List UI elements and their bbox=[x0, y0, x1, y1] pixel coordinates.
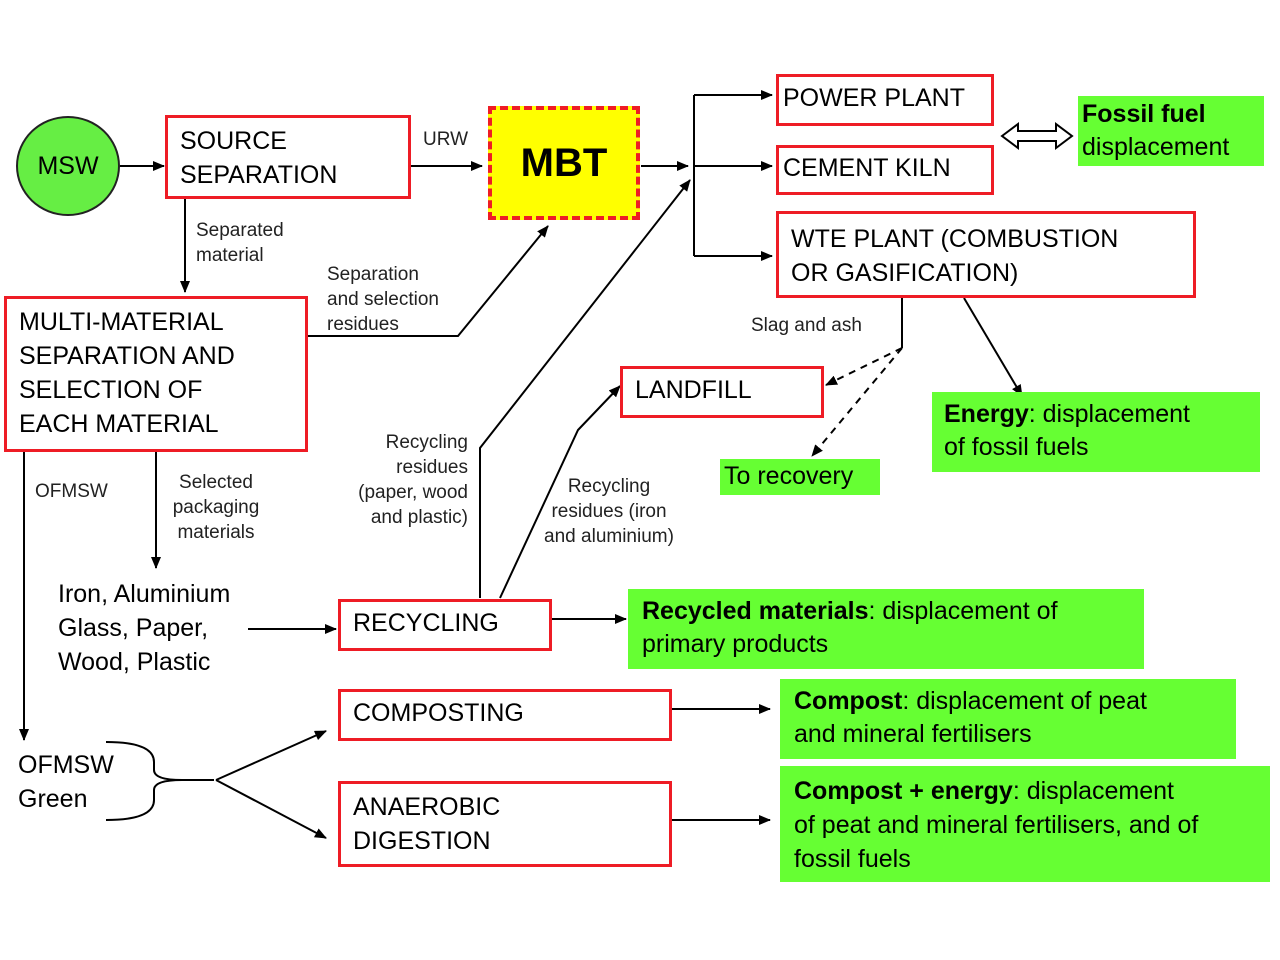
compost-energy-rest: : displacement bbox=[1012, 777, 1175, 805]
landfill-label: LANDFILL bbox=[635, 376, 752, 404]
recycling-label: RECYCLING bbox=[353, 609, 499, 637]
power-plant-label: POWER PLANT bbox=[783, 84, 965, 112]
to-recovery-label: To recovery bbox=[724, 462, 854, 490]
compost-energy-line-2: of peat and mineral fertilisers, and of bbox=[794, 811, 1199, 839]
separated-material-label: Separated material bbox=[196, 220, 284, 266]
slag-ash-label: Slag and ash bbox=[751, 315, 862, 336]
separation-residues-label: Separation and selection residues bbox=[327, 264, 439, 335]
recycled-materials-outcome: Recycled materials: displacement of prim… bbox=[628, 589, 1144, 669]
recycling-residues-paper-label: Recycling residues (paper, wood and plas… bbox=[358, 432, 468, 528]
arrow-to-ad bbox=[215, 779, 327, 839]
composting-box: COMPOSTING bbox=[338, 689, 672, 741]
recycling-box: RECYCLING bbox=[338, 599, 552, 651]
fossil-fuel-bold: Fossil fuel bbox=[1082, 100, 1206, 128]
multi-material-line-2: SEPARATION AND bbox=[19, 342, 235, 370]
cement-kiln-label: CEMENT KILN bbox=[783, 154, 951, 182]
energy-bold: Energy bbox=[944, 400, 1029, 428]
brace-ofmsw-green bbox=[105, 741, 183, 821]
multi-material-line-1: MULTI-MATERIAL bbox=[19, 308, 224, 336]
fossil-fuel-rest: displacement bbox=[1082, 133, 1230, 161]
landfill-box: LANDFILL bbox=[620, 366, 824, 418]
wte-plant-line-2: OR GASIFICATION) bbox=[791, 259, 1019, 287]
recycled-bold: Recycled materials bbox=[642, 597, 869, 625]
source-separation-line-1: SOURCE bbox=[180, 127, 287, 155]
compost-bold: Compost bbox=[794, 687, 903, 715]
energy-outcome: Energy: displacement of fossil fuels bbox=[932, 392, 1260, 472]
arrow-slag-to-landfill bbox=[825, 347, 903, 386]
compost-energy-line-3: fossil fuels bbox=[794, 845, 911, 873]
arrow-recycling-to-landfill bbox=[499, 385, 621, 599]
arrow-residues-to-mbt bbox=[308, 225, 549, 337]
recycled-rest: : displacement of bbox=[868, 597, 1058, 625]
anaerobic-digestion-box: ANAEROBIC DIGESTION bbox=[338, 781, 672, 867]
mbt-label: MBT bbox=[520, 140, 608, 185]
selected-packaging-label: Selected packaging materials bbox=[172, 472, 260, 543]
arrow-to-composting bbox=[215, 730, 327, 781]
recycled-line-2: primary products bbox=[642, 630, 829, 658]
source-separation-box: SOURCE SEPARATION bbox=[165, 115, 411, 199]
ofmsw-green-list: OFMSW Green bbox=[18, 748, 114, 816]
arrow-recycling-to-mbt bbox=[479, 179, 691, 598]
source-separation-line-2: SEPARATION bbox=[180, 161, 338, 189]
arrow-wte-to-energy bbox=[963, 297, 1023, 397]
wte-plant-line-1: WTE PLANT (COMBUSTION bbox=[791, 225, 1119, 253]
compost-energy-outcome: Compost + energy: displacement of peat a… bbox=[780, 766, 1270, 882]
compost-line-2: and mineral fertilisers bbox=[794, 720, 1032, 748]
compost-outcome: Compost: displacement of peat and minera… bbox=[780, 679, 1236, 759]
arrow-slag-to-recovery bbox=[811, 347, 903, 457]
anaerobic-digestion-line-2: DIGESTION bbox=[353, 827, 491, 855]
materials-line-2: Glass, Paper, bbox=[58, 614, 209, 642]
multi-material-line-3: SELECTION OF bbox=[19, 376, 203, 404]
materials-line-1: Iron, Aluminium bbox=[58, 580, 231, 608]
fossil-fuel-outcome: Fossil fuel displacement bbox=[1078, 96, 1264, 166]
multi-material-box: MULTI-MATERIAL SEPARATION AND SELECTION … bbox=[4, 296, 308, 452]
to-recovery-outcome: To recovery bbox=[720, 459, 880, 495]
materials-line-3: Wood, Plastic bbox=[58, 648, 211, 676]
multi-material-line-4: EACH MATERIAL bbox=[19, 410, 219, 438]
compost-rest: : displacement of peat bbox=[902, 687, 1147, 715]
msw-node: MSW bbox=[16, 116, 120, 216]
compost-energy-bold: Compost + energy bbox=[794, 777, 1013, 805]
double-arrow-fossil-fuel bbox=[1000, 122, 1074, 150]
wte-plant-box: WTE PLANT (COMBUSTION OR GASIFICATION) bbox=[776, 211, 1196, 298]
power-plant-box: POWER PLANT bbox=[776, 74, 994, 126]
msw-label: MSW bbox=[37, 151, 99, 180]
energy-line-2: of fossil fuels bbox=[944, 433, 1089, 461]
cement-kiln-box: CEMENT KILN bbox=[776, 145, 994, 195]
ofmsw-label: OFMSW bbox=[35, 481, 108, 502]
ofmsw-green-line-1: OFMSW bbox=[18, 751, 114, 779]
mbt-box: MBT bbox=[488, 106, 640, 220]
composting-label: COMPOSTING bbox=[353, 699, 524, 727]
ofmsw-green-line-2: Green bbox=[18, 785, 88, 813]
materials-list: Iron, Aluminium Glass, Paper, Wood, Plas… bbox=[58, 577, 230, 679]
energy-rest: : displacement bbox=[1028, 400, 1190, 428]
urw-label: URW bbox=[423, 129, 469, 150]
recycling-residues-iron-label: Recycling residues (iron and aluminium) bbox=[544, 476, 674, 547]
anaerobic-digestion-line-1: ANAEROBIC bbox=[353, 793, 501, 821]
